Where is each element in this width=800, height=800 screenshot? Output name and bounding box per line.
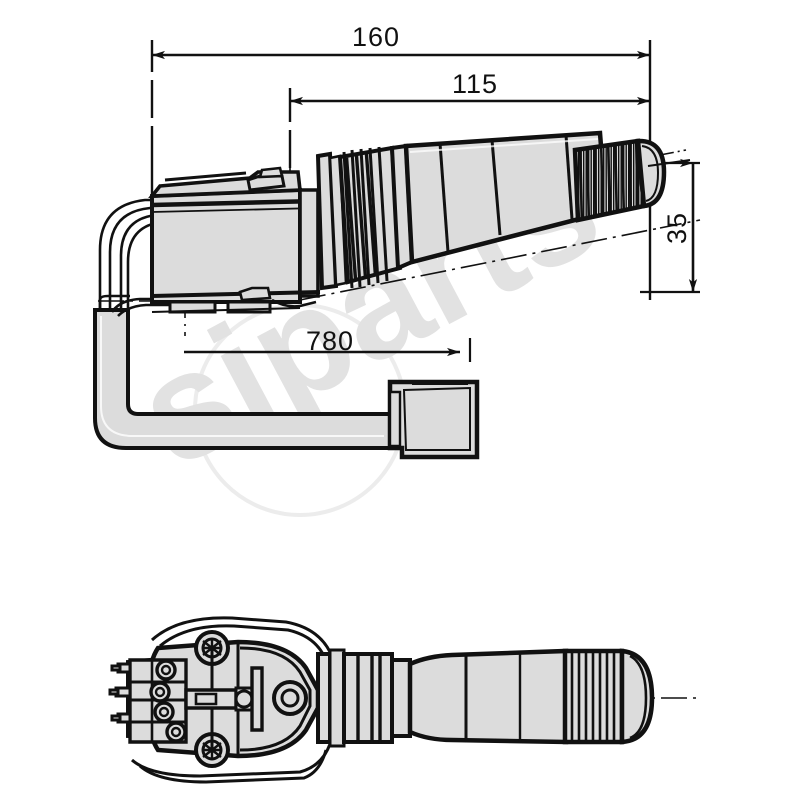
lever-knurled-grip-bottom (562, 648, 655, 745)
cable-connector-plug (387, 379, 480, 460)
lever-shaft-bottom (407, 648, 569, 745)
leader-dash (659, 149, 687, 156)
dimension-label-115: 115 (452, 69, 498, 99)
lever-bellows-boot (315, 143, 415, 291)
cable-tails-bottom (131, 616, 332, 784)
leader-line-35 (647, 159, 691, 167)
centerline-lever (299, 227, 661, 301)
terminal-block (128, 658, 188, 744)
pivot-boss (272, 680, 308, 716)
switch-housing (148, 166, 321, 314)
centerline-lever-ext (659, 219, 701, 229)
side-view: 160 115 35 780 (93, 22, 701, 460)
terminal-screws (149, 659, 187, 743)
dimension-label-35: 35 (662, 212, 692, 244)
bottom-view (108, 616, 700, 784)
lever-shaft (403, 130, 609, 265)
lever-bellows-boot-bottom (316, 648, 412, 748)
dimension-label-780: 780 (306, 326, 354, 356)
terminal-pins (108, 662, 132, 724)
internal-mechanism (184, 648, 264, 750)
dimension-label-160: 160 (352, 22, 400, 52)
lever-knurled-grip (572, 138, 667, 223)
